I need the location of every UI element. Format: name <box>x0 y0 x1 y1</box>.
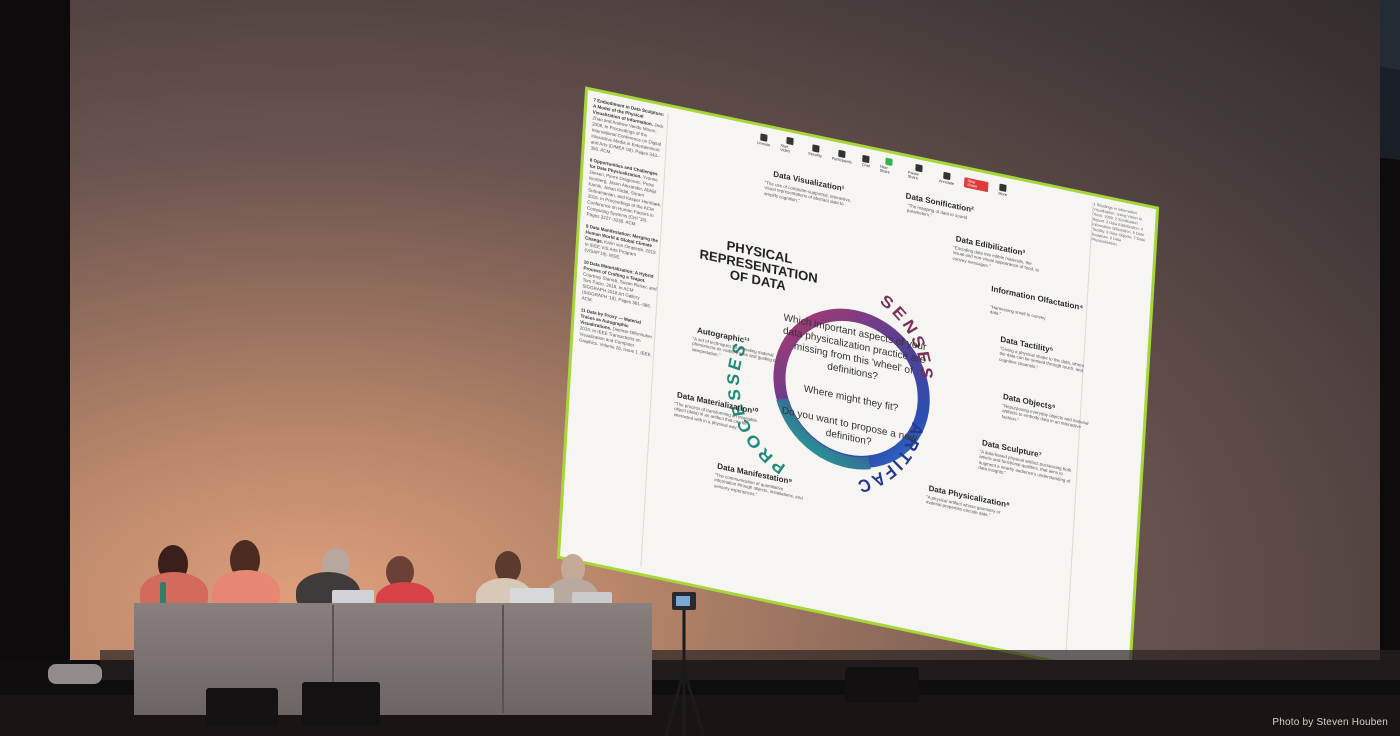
photo-credit: Photo by Steven Houben <box>1272 717 1388 728</box>
projected-slide: 7 Embodiment in Data Sculpture: A Model … <box>560 90 1156 676</box>
stage-monitor-3 <box>845 667 919 703</box>
stage-monitor-1 <box>206 688 278 726</box>
panelist-5-head <box>495 551 521 583</box>
water-bottle <box>160 582 166 604</box>
stage-monitor-2 <box>302 682 380 726</box>
laptop-3 <box>572 592 612 606</box>
definitions-wheel: SENSES ARTIFACTS PROCESSES <box>560 90 945 511</box>
table-seam-1 <box>332 605 334 713</box>
tripod-camera <box>664 592 706 736</box>
laptop-2 <box>510 588 554 606</box>
laptop-1 <box>332 590 374 606</box>
table-seam-2 <box>502 605 504 713</box>
